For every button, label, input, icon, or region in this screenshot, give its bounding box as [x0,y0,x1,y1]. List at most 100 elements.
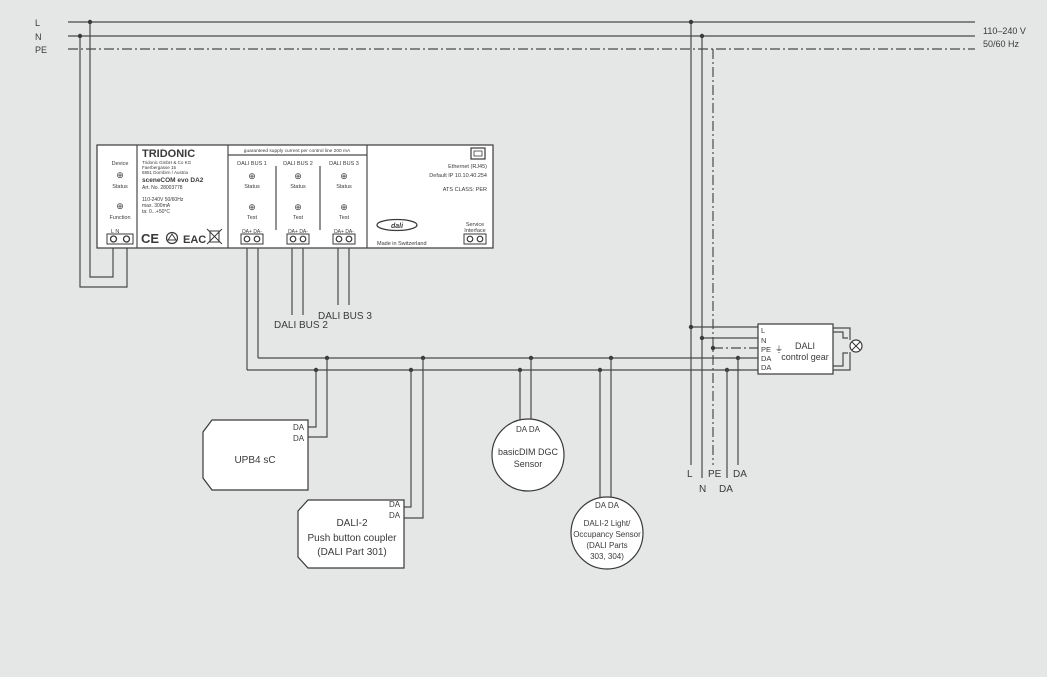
coupler-name-1: DALI-2 [336,518,368,529]
ethernet-port-icon [470,147,486,160]
bus-test-buttons: ⊕ ⊕ ⊕ [248,202,348,212]
coupler-name-3: (DALI Part 301) [317,547,386,558]
light-sensor-name-3: (DALI Parts [586,541,627,550]
upb4-terminal-1: DA [293,423,305,432]
basicdim-name-2: Sensor [514,459,543,469]
spec-line-3: ta: 0...+50°C [142,209,170,215]
bus2-da-label: DA+ DA- [288,229,308,235]
bus3-test-label: Test [339,215,350,221]
bus3-da-label: DA+ DA- [334,229,354,235]
bus2-status-label: Status [290,184,306,190]
basicdim-terminals: DA DA [516,425,541,434]
svg-text:⊕: ⊕ [248,171,256,181]
light-sensor-name-2: Occupancy Sensor [573,530,641,539]
bus-label-2: DALI BUS 2 [283,161,313,167]
gear-mains-wires [688,19,758,478]
mains-label-l: L [35,18,40,28]
light-sensor-name-1: DALI-2 Light/ [584,519,631,528]
bus3-status-label: Status [336,184,352,190]
bus-status-leds: ⊕ ⊕ ⊕ [248,171,348,181]
coupler-terminal-1: DA [389,500,401,509]
model-name: sceneCOM evo DA2 [142,177,204,184]
bus-label-1: DALI BUS 1 [237,161,267,167]
dali-control-gear: L N PE ⏚ DA DA DALI control gear [757,323,863,375]
light-occupancy-sensor: DA DA DALI-2 Light/ Occupancy Sensor (DA… [570,358,644,570]
device-status-led: ⊕ [116,170,124,180]
push-button-coupler: DA DA DALI-2 Push button coupler (DALI P… [297,358,424,569]
gear-terminal-l: L [761,326,765,335]
gear-terminal-pe: PE [761,345,771,354]
basicdim-sensor: DA DA basicDIM DGC Sensor [491,358,565,492]
light-sensor-terminals: DA DA [595,501,620,510]
device-label: Device [112,161,129,167]
gear-terminal-n: N [761,336,766,345]
made-in-label: Made in Switzerland [377,241,427,247]
gear-terminal-da1: DA [761,354,771,363]
address-line-1: Tridonic GmbH & Co KG [142,160,192,165]
coupler-terminal-2: DA [389,511,401,520]
upb4-name: UPB4 sC [234,455,275,466]
ats-label: ATS CLASS: PER [443,187,487,193]
service-label-2: Interface [464,228,485,234]
device-status-label: Status [112,184,128,190]
coupler-name-2: Push button coupler [308,533,398,544]
function-button: ⊕ [116,201,124,211]
lamp-icon [849,339,863,353]
brand-logo: TRIDONIC [142,148,195,160]
address-line-2: Faerbergasse 15 [142,165,177,170]
mains-label-n: N [35,32,42,42]
bus1-da-label: DA+ DA- [242,229,262,235]
bottom-label-da2: DA [719,484,733,495]
bottom-label-da1: DA [733,469,747,480]
gear-name-2: control gear [781,352,829,362]
bus-terminals [240,233,356,245]
mains-lines [68,21,975,50]
upb4-terminal-2: DA [293,434,305,443]
ethernet-label: Ethernet (RJ45) [448,164,487,170]
mains-terminal [106,233,134,245]
service-interface-port [463,233,487,245]
bottom-label-n: N [699,484,706,495]
bus-label-3: DALI BUS 3 [329,161,359,167]
function-label: Function [109,215,130,221]
device-supply-wires [77,19,128,288]
ground-icon: ⏚ [775,345,783,354]
svg-text:dali: dali [391,223,404,230]
upb4-component: DA DA UPB4 sC [202,358,328,491]
bus3-name: DALI BUS 3 [318,311,372,322]
ce-mark: CE [141,231,159,246]
terminal-label-ln: L N [111,229,119,235]
svg-text:⊕: ⊕ [248,202,256,212]
address-line-3: 6851 Dornbirn / Austria [142,170,189,175]
gear-terminal-da2: DA [761,363,771,372]
svg-text:⊕: ⊕ [294,202,302,212]
mains-label-pe: PE [35,45,47,55]
spec-line-2: max. 300mA [142,203,171,209]
bottom-label-l: L [687,469,693,480]
article-number: Art. No. 28003778 [142,185,183,191]
ip-label: Default IP 10.10.40.254 [429,173,487,179]
svg-text:⊕: ⊕ [294,171,302,181]
mains-frequency: 50/60 Hz [983,39,1020,49]
scenecom-device: Device ⊕ Status ⊕ Function L N TRIDONIC … [96,144,494,249]
supply-note: guaranteed supply current per control li… [244,148,351,154]
dali-bus-wires [246,248,740,371]
gear-name-1: DALI [795,341,815,351]
spec-line-1: 110-240V 50/60Hz [142,197,184,203]
bus1-status-label: Status [244,184,260,190]
svg-text:⊕: ⊕ [340,171,348,181]
bus2-test-label: Test [293,215,304,221]
bottom-label-pe: PE [708,469,722,480]
weee-bin-icon [206,228,223,245]
ukca-icon [165,231,179,245]
svg-text:⊕: ⊕ [340,202,348,212]
light-sensor-name-4: 303, 304) [590,552,624,561]
bus1-test-label: Test [247,215,258,221]
mains-voltage: 110–240 V [983,26,1026,36]
device-housing [96,144,494,249]
bus2-name: DALI BUS 2 [274,320,328,331]
dali-logo: dali [376,218,418,232]
service-label-1: Service [466,222,484,228]
